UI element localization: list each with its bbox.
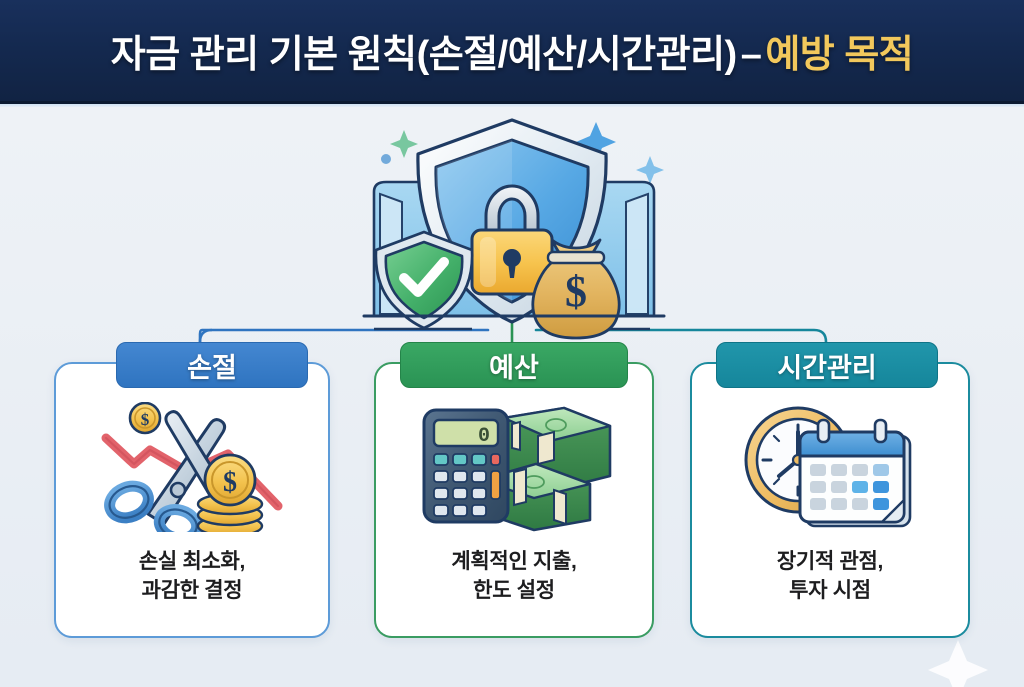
sparkle-white-icon xyxy=(928,640,988,687)
infographic-stage: $ 손절 예산 시간관리 xyxy=(0,104,1024,687)
card-caption-line1: 손실 최소화, xyxy=(138,550,246,573)
header-bar: 자금 관리 기본 원칙(손절/예산/시간관리)–예방 목적 xyxy=(0,0,1024,104)
card-caption: 계획적인 지출, 한도 설정 xyxy=(451,548,577,606)
page-title-highlight: 예방 목적 xyxy=(765,34,914,76)
calculator-cash-stack-icon: 0 xyxy=(422,406,612,532)
hero-illustration: $ xyxy=(362,118,666,340)
svg-text:$: $ xyxy=(565,267,587,316)
sparkle-decorations xyxy=(381,122,988,687)
svg-text:0: 0 xyxy=(478,425,490,448)
card-caption: 장기적 관점, 투자 시점 xyxy=(777,548,883,606)
sparkle-blue-small-icon xyxy=(636,156,664,184)
page-title-main: 자금 관리 기본 원칙(손절/예산/시간관리) xyxy=(110,34,737,76)
card-header-label: 시간관리 xyxy=(777,352,877,383)
card-caption-line1: 장기적 관점, xyxy=(776,550,884,573)
card-caption: 손실 최소화, 과감한 결정 xyxy=(139,548,245,606)
svg-text:$: $ xyxy=(141,410,150,429)
card-caption-line2: 한도 설정 xyxy=(473,578,555,602)
clock-calendar-icon xyxy=(744,406,912,528)
card-header-son-jeol[interactable]: 손절 xyxy=(116,342,308,388)
card-header-si-gan-gwan-ri[interactable]: 시간관리 xyxy=(716,342,938,388)
scissors-cutting-loss-chart-coins-icon: $ $ xyxy=(101,402,283,532)
card-caption-line1: 계획적인 지출, xyxy=(451,550,577,573)
page-title-dash: – xyxy=(740,34,762,76)
card-caption-line2: 투자 시점 xyxy=(789,578,871,602)
card-caption-line2: 과감한 결정 xyxy=(141,578,243,602)
card-header-label: 손절 xyxy=(187,352,237,383)
card-ye-san[interactable]: 0 계획적인 지출, 한도 설정 xyxy=(374,362,654,638)
card-son-jeol[interactable]: $ $ 손실 최소화, 과감한 결정 xyxy=(54,362,330,638)
card-si-gan-gwan-ri[interactable]: 장기적 관점, 투자 시점 xyxy=(690,362,970,638)
sparkle-blue-large-icon xyxy=(576,122,616,162)
card-header-ye-san[interactable]: 예산 xyxy=(400,342,628,388)
page-title: 자금 관리 기본 원칙(손절/예산/시간관리)–예방 목적 xyxy=(111,23,914,78)
svg-text:$: $ xyxy=(223,467,237,498)
sparkle-dot-icon xyxy=(381,154,391,164)
card-header-label: 예산 xyxy=(489,352,539,383)
sparkle-green-icon xyxy=(390,130,418,158)
header-underglow xyxy=(0,104,1024,107)
